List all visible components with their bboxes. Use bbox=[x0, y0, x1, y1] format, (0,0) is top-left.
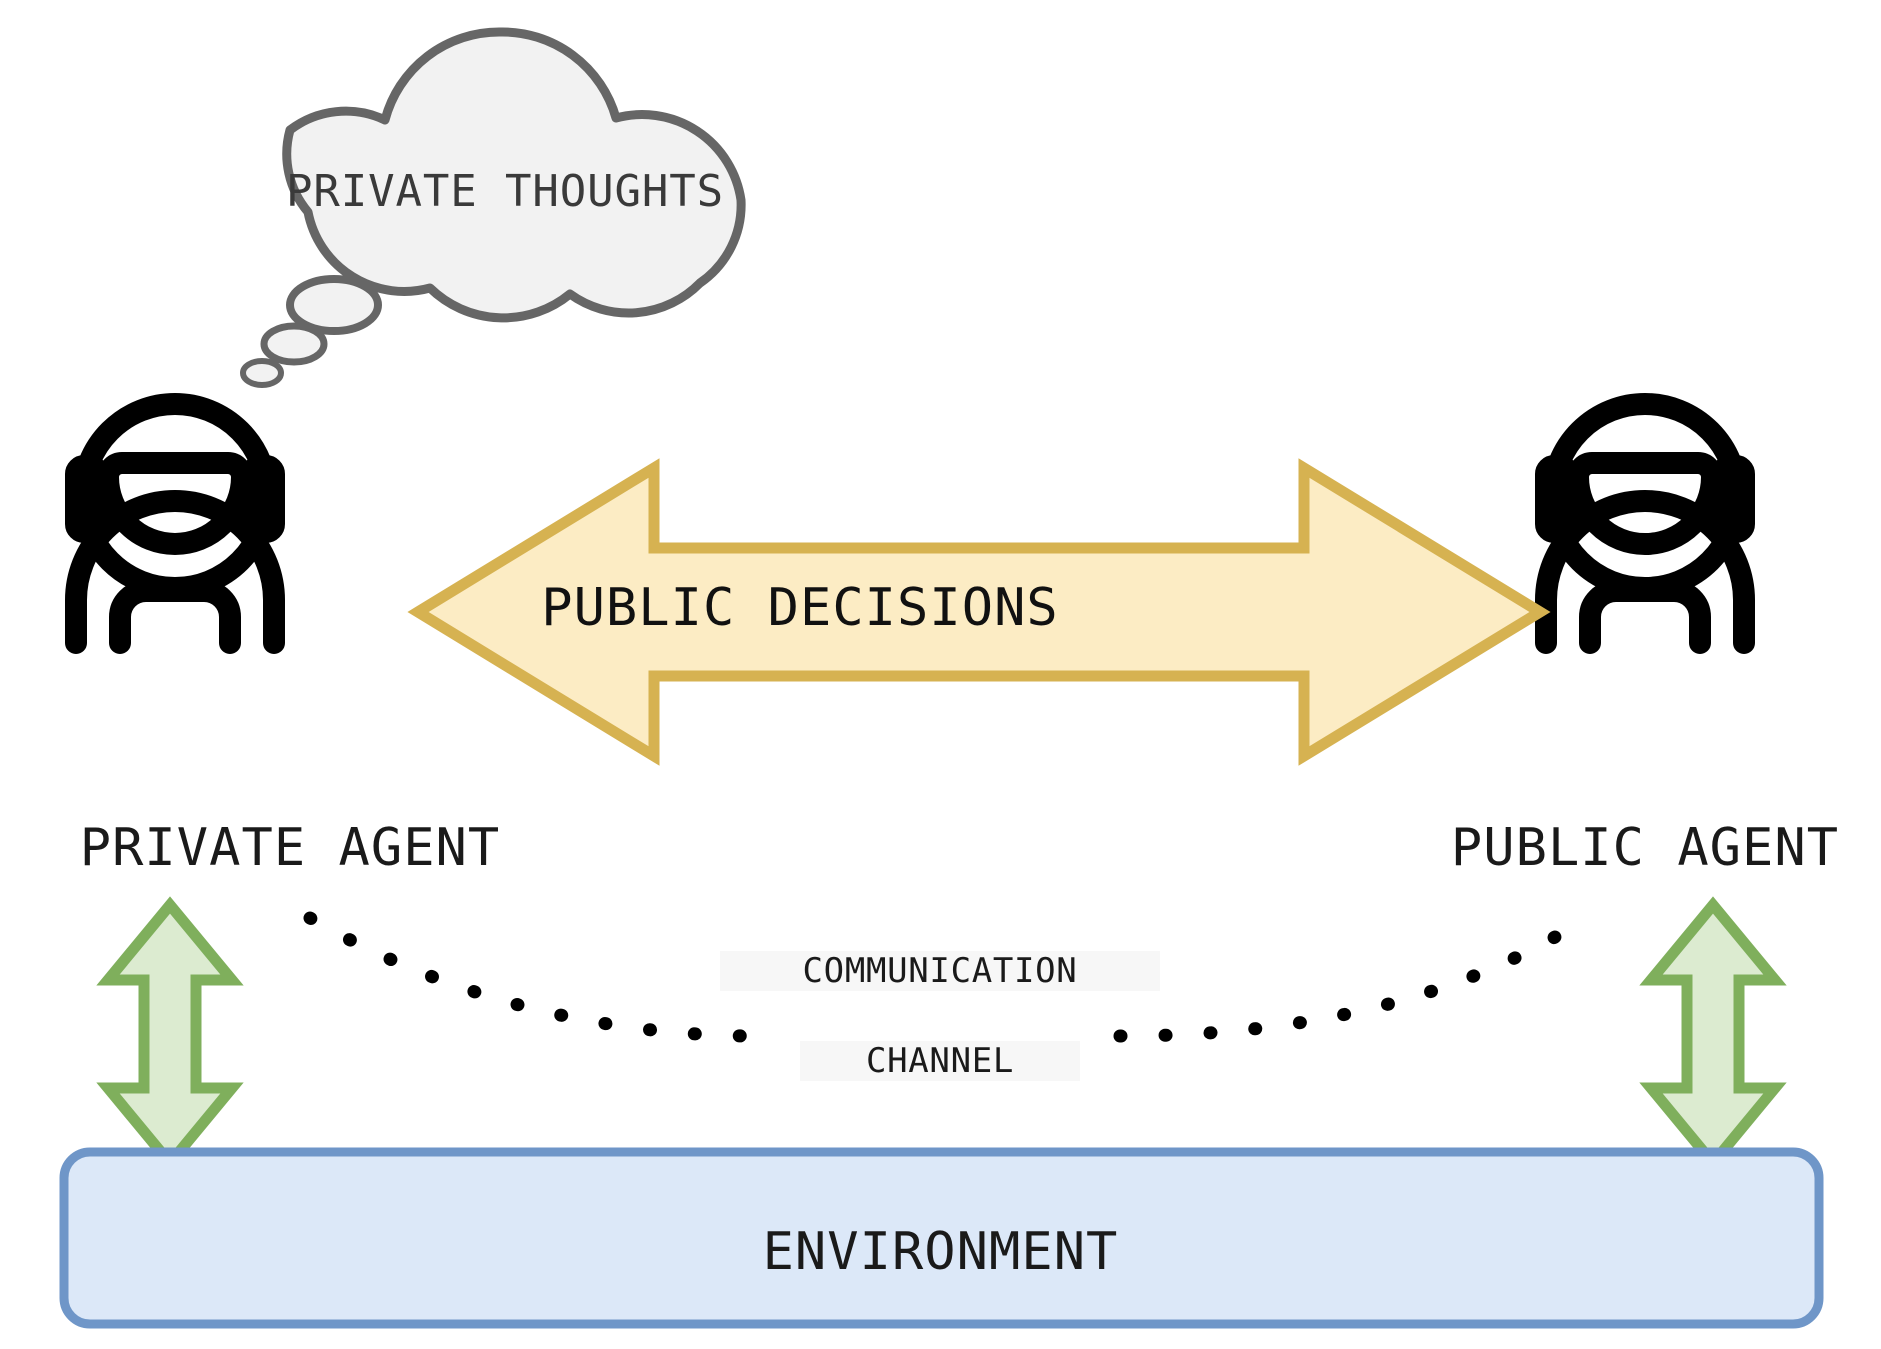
thought-bubble bbox=[240, 27, 746, 388]
public-agent-label: PUBLIC AGENT bbox=[1450, 818, 1840, 878]
public-decisions-label: PUBLIC DECISIONS bbox=[541, 578, 1059, 638]
thought-tail-bubble-medium bbox=[260, 322, 328, 366]
environment-box bbox=[59, 1147, 1824, 1329]
thought-tail-bubble-small bbox=[240, 358, 284, 388]
environment-label: ENVIRONMENT bbox=[762, 1222, 1119, 1282]
astronaut-icon-right bbox=[1535, 393, 1755, 654]
public-decisions-arrow bbox=[407, 458, 1551, 766]
private-thoughts-label: PRIVATE THOUGHTS bbox=[286, 166, 724, 217]
env-arrow-left bbox=[96, 896, 244, 1172]
channel-dots-left bbox=[303, 911, 787, 1043]
communication-channel-label-line2: CHANNEL bbox=[800, 1041, 1080, 1081]
communication-channel-label-line1: COMMUNICATION bbox=[720, 951, 1160, 991]
env-arrow-right bbox=[1639, 896, 1787, 1172]
channel-dots-right bbox=[1113, 915, 1587, 1043]
astronaut-icon-left bbox=[65, 393, 285, 654]
thought-tail-bubble-large bbox=[286, 275, 382, 335]
private-agent-label: PRIVATE AGENT bbox=[79, 818, 501, 878]
